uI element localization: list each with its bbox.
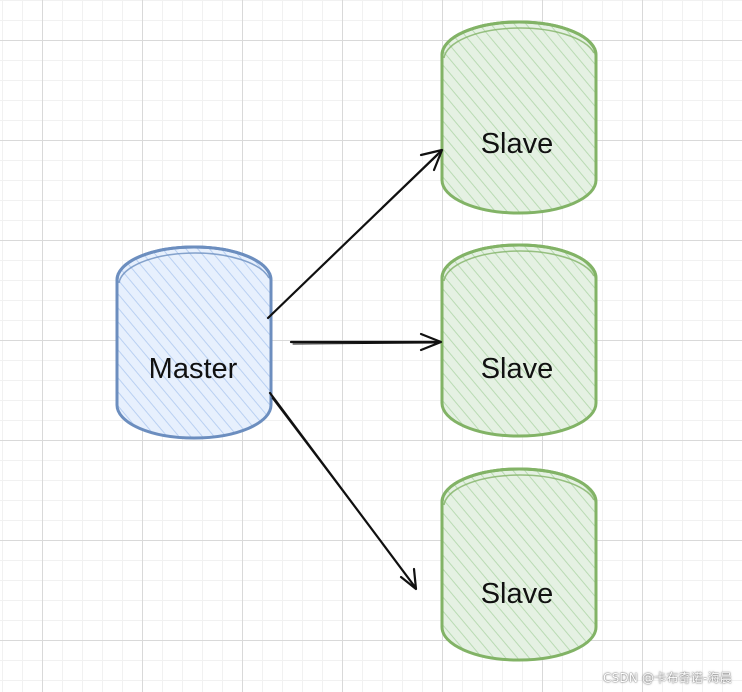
slave-2-cylinder-body xyxy=(440,243,598,438)
slave-1-cylinder-body xyxy=(440,20,598,215)
arrow-master-to-slave-2[interactable] xyxy=(289,332,443,352)
master-label: Master xyxy=(149,353,238,385)
slave-3-label: Slave xyxy=(481,578,554,610)
slave-1-label: Slave xyxy=(481,128,554,160)
slave-3-cylinder-top xyxy=(440,467,598,503)
arrow-1-head xyxy=(419,148,444,172)
arrow-1-shaft-sketch xyxy=(269,154,439,317)
slave-3-cylinder-body xyxy=(440,467,598,662)
master-node[interactable]: Master xyxy=(115,245,273,440)
slave-node-3[interactable]: Slave xyxy=(440,467,598,662)
master-cylinder-body xyxy=(115,245,273,440)
arrow-3-shaft-sketch xyxy=(271,397,414,585)
slave-2-cylinder-top xyxy=(440,243,598,279)
slave-2-cylinder-top-sketch xyxy=(443,250,595,282)
slave-3-cylinder-top-sketch xyxy=(443,474,595,506)
slave-node-1[interactable]: Slave xyxy=(440,20,598,215)
slave-2-label: Slave xyxy=(481,353,554,385)
arrow-3-head xyxy=(399,567,418,591)
arrow-2-shaft-sketch xyxy=(292,342,438,345)
slave-1-cylinder-top-sketch xyxy=(443,27,595,59)
arrow-2-head xyxy=(419,332,443,352)
arrow-master-to-slave-1[interactable] xyxy=(266,148,444,320)
master-cylinder-top xyxy=(115,245,273,281)
slave-node-2[interactable]: Slave xyxy=(440,243,598,438)
watermark: CSDN @卡布奇诺-海晨 xyxy=(603,671,732,685)
slave-1-cylinder-top xyxy=(440,20,598,56)
master-cylinder-top-sketch xyxy=(118,252,270,284)
arrow-master-to-slave-3[interactable] xyxy=(268,391,418,591)
